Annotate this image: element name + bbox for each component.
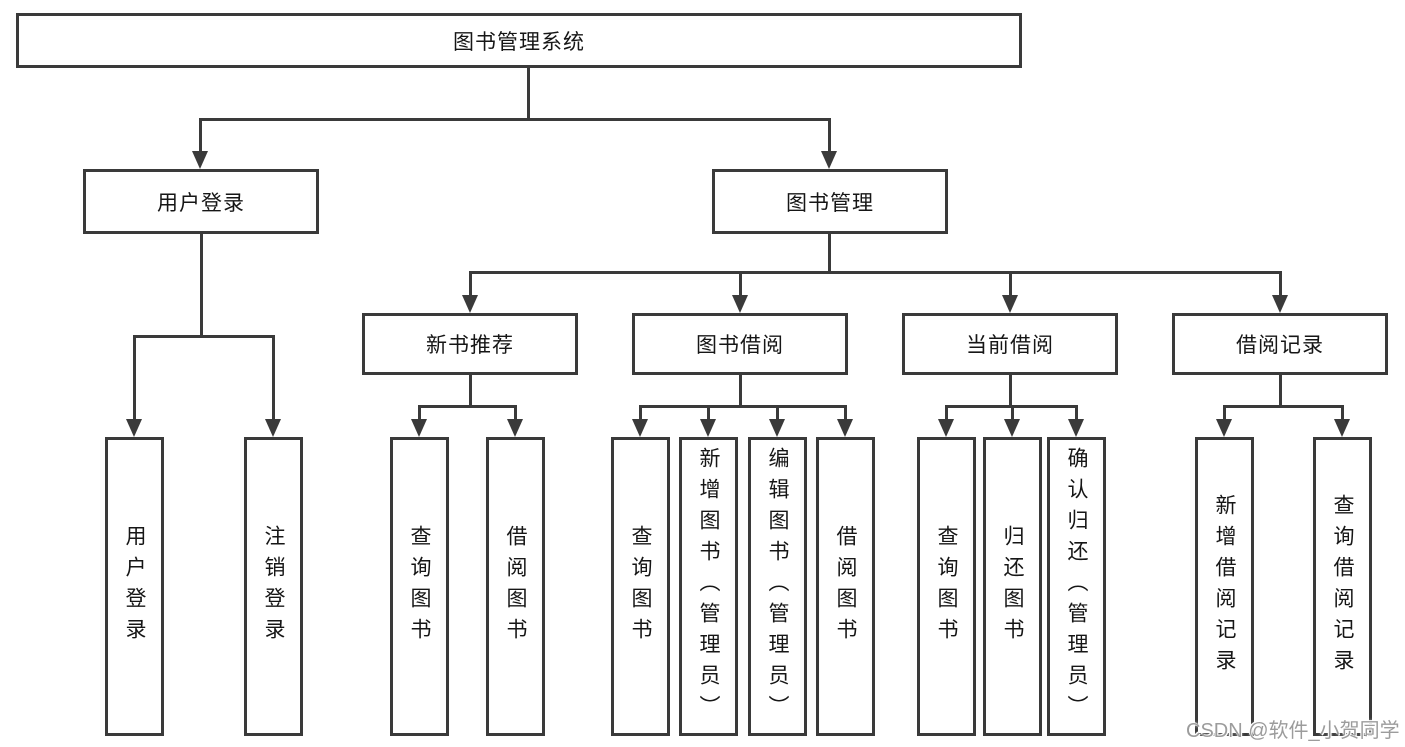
node-borrow-records-label: 借阅记录 — [1236, 334, 1324, 357]
connector-shaft — [828, 118, 831, 155]
arrow-down-icon — [1002, 295, 1018, 313]
connector-book-mgmt-drop — [828, 233, 831, 273]
node-root-label: 图书管理系统 — [453, 30, 585, 54]
node-new-book-recommend: 新书推荐 — [362, 313, 578, 375]
arrow-down-icon — [821, 151, 837, 169]
connector-drop — [739, 374, 742, 407]
leaf-add-book-admin: 新增图书（管理员） — [679, 437, 738, 736]
arrow-down-icon — [837, 419, 853, 437]
arrow-down-icon — [938, 419, 954, 437]
leaf-label: 查询借阅记录 — [1331, 493, 1355, 680]
connector-shaft — [199, 118, 202, 155]
arrow-down-icon — [265, 419, 281, 437]
node-book-management-label: 图书管理 — [786, 191, 874, 215]
arrow-down-icon — [1004, 419, 1020, 437]
connector-shaft — [418, 405, 421, 421]
connector-user-login-drop — [200, 233, 203, 337]
node-user-login-label: 用户登录 — [157, 191, 245, 215]
arrow-down-icon — [769, 419, 785, 437]
connector-shaft — [639, 405, 642, 421]
arrow-down-icon — [192, 151, 208, 169]
leaf-borrow-books: 借阅图书 — [816, 437, 875, 736]
node-current-borrow: 当前借阅 — [902, 313, 1118, 375]
arrow-down-icon — [411, 419, 427, 437]
connector-shaft — [1223, 405, 1226, 421]
connector-level1-hline — [199, 118, 831, 121]
leaf-edit-book-admin: 编辑图书（管理员） — [748, 437, 807, 736]
connector-user-login-splitter — [133, 335, 275, 338]
leaf-borrow-books: 借阅图书 — [486, 437, 545, 736]
leaf-label: 用户登录 — [123, 524, 147, 649]
arrow-down-icon — [126, 419, 142, 437]
connector-shaft — [1279, 271, 1282, 296]
node-book-borrow-label: 图书借阅 — [696, 334, 784, 357]
connector-splitter — [639, 405, 847, 408]
leaf-label: 归还图书 — [1001, 524, 1025, 649]
leaf-label: 编辑图书（管理员） — [766, 447, 790, 726]
node-root: 图书管理系统 — [16, 13, 1022, 68]
connector-shaft — [945, 405, 948, 421]
leaf-logout: 注销登录 — [244, 437, 303, 736]
connector-shaft — [514, 405, 517, 421]
leaf-label: 查询图书 — [935, 524, 959, 649]
leaf-label: 新增借阅记录 — [1213, 493, 1237, 680]
connector-shaft — [133, 335, 136, 421]
connector-shaft — [272, 335, 275, 421]
leaf-query-books: 查询图书 — [611, 437, 670, 736]
leaf-label: 新增图书（管理员） — [697, 447, 721, 726]
leaf-label: 借阅图书 — [834, 524, 858, 649]
node-new-book-recommend-label: 新书推荐 — [426, 334, 514, 357]
connector-splitter — [1223, 405, 1344, 408]
connector-splitter — [418, 405, 517, 408]
connector-shaft — [844, 405, 847, 421]
connector-drop — [1279, 374, 1282, 407]
arrow-down-icon — [1068, 419, 1084, 437]
leaf-confirm-return-admin: 确认归还（管理员） — [1047, 437, 1106, 736]
arrow-down-icon — [1272, 295, 1288, 313]
arrow-down-icon — [1334, 419, 1350, 437]
arrow-down-icon — [507, 419, 523, 437]
connector-shaft — [1009, 271, 1012, 296]
connector-level2-hline — [469, 271, 1282, 274]
connector-shaft — [707, 405, 710, 421]
connector-shaft — [1075, 405, 1078, 421]
connector-shaft — [776, 405, 779, 421]
arrow-down-icon — [732, 295, 748, 313]
arrow-down-icon — [1216, 419, 1232, 437]
leaf-query-books: 查询图书 — [917, 437, 976, 736]
connector-root-drop — [527, 67, 530, 120]
connector-shaft — [1011, 405, 1014, 421]
node-user-login: 用户登录 — [83, 169, 319, 234]
leaf-user-login: 用户登录 — [105, 437, 164, 736]
node-book-borrow: 图书借阅 — [632, 313, 848, 375]
connector-drop — [469, 374, 472, 407]
connector-shaft — [469, 271, 472, 296]
arrow-down-icon — [700, 419, 716, 437]
connector-shaft — [1341, 405, 1344, 421]
leaf-add-borrow-record: 新增借阅记录 — [1195, 437, 1254, 736]
leaf-label: 注销登录 — [262, 524, 286, 649]
leaf-return-books: 归还图书 — [983, 437, 1042, 736]
arrow-down-icon — [632, 419, 648, 437]
leaf-label: 查询图书 — [408, 524, 432, 649]
node-borrow-records: 借阅记录 — [1172, 313, 1388, 375]
leaf-label: 查询图书 — [629, 524, 653, 649]
leaf-query-borrow-record: 查询借阅记录 — [1313, 437, 1372, 736]
arrow-down-icon — [462, 295, 478, 313]
node-book-management: 图书管理 — [712, 169, 948, 234]
leaf-label: 确认归还（管理员） — [1065, 447, 1089, 726]
connector-shaft — [739, 271, 742, 296]
node-current-borrow-label: 当前借阅 — [966, 334, 1054, 357]
connector-drop — [1009, 374, 1012, 407]
leaf-query-books: 查询图书 — [390, 437, 449, 736]
csdn-watermark: CSDN @软件_小贺同学 — [1186, 720, 1400, 742]
leaf-label: 借阅图书 — [504, 524, 528, 649]
